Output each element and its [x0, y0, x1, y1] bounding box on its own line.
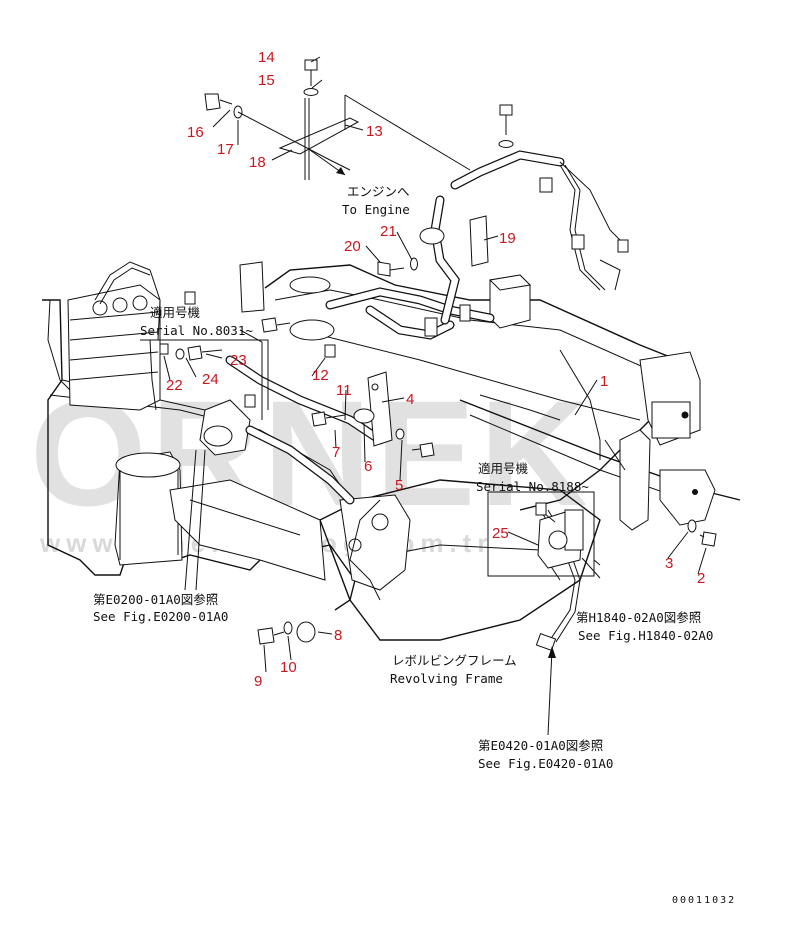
detail-box-25	[487, 491, 601, 577]
callout-10: 10	[280, 659, 297, 676]
frame-en: Revolving Frame	[390, 671, 503, 686]
callout-19: 19	[499, 230, 516, 247]
ref-e0200-jp: 第E0200-01A0図参照	[93, 592, 218, 607]
callout-9: 9	[254, 673, 262, 690]
serial-mid-en: Serial No.8188~	[476, 479, 589, 494]
serial-top-en: Serial No.8031~	[140, 323, 253, 338]
serial-top-jp: 適用号機	[150, 305, 201, 320]
callout-17: 17	[217, 141, 234, 158]
ref-h1840-en: See Fig.H1840-02A0	[578, 628, 713, 643]
callout-14: 14	[258, 49, 275, 66]
drawing-code: 00011032	[672, 895, 736, 906]
notes: エンジンへ To Engine 適用号機 Serial No.8031~ 適用号…	[93, 184, 736, 906]
callout-2: 2	[697, 570, 705, 587]
callout-20: 20	[344, 238, 361, 255]
callout-1: 1	[600, 373, 608, 390]
frame-jp: レボルビングフレーム	[392, 653, 517, 668]
callout-11: 11	[336, 382, 352, 399]
serial-mid-jp: 適用号機	[478, 461, 529, 476]
fasteners	[159, 59, 717, 645]
ref-e0200-en: See Fig.E0200-01A0	[93, 609, 228, 624]
callout-24: 24	[202, 371, 219, 388]
leader-lines	[163, 56, 707, 736]
callout-22: 22	[166, 377, 183, 394]
ref-e0420-en: See Fig.E0420-01A0	[478, 756, 613, 771]
callout-23: 23	[230, 352, 247, 369]
callout-4: 4	[406, 391, 414, 408]
revolving-frame	[42, 261, 741, 641]
callout-5: 5	[395, 477, 403, 494]
to-engine-en: To Engine	[342, 202, 410, 217]
callout-8: 8	[334, 627, 342, 644]
callout-numbers: 1 2 3 4 5 6 7 8 9 10 11 12 13 14 15 16 1…	[166, 49, 705, 690]
wiring-harness	[47, 150, 629, 652]
callout-15: 15	[258, 72, 275, 89]
callout-21: 21	[380, 223, 397, 240]
callout-12: 12	[312, 367, 329, 384]
callout-6: 6	[364, 458, 372, 475]
callout-18: 18	[249, 154, 266, 171]
callout-13: 13	[366, 123, 383, 140]
callout-3: 3	[665, 555, 673, 572]
callout-16: 16	[187, 124, 204, 141]
to-engine-jp: エンジンへ	[347, 184, 410, 199]
ref-e0420-jp: 第E0420-01A0図参照	[478, 738, 603, 753]
callout-25: 25	[492, 525, 509, 542]
callout-7: 7	[332, 444, 340, 461]
ref-h1840-jp: 第H1840-02A0図参照	[576, 610, 701, 625]
